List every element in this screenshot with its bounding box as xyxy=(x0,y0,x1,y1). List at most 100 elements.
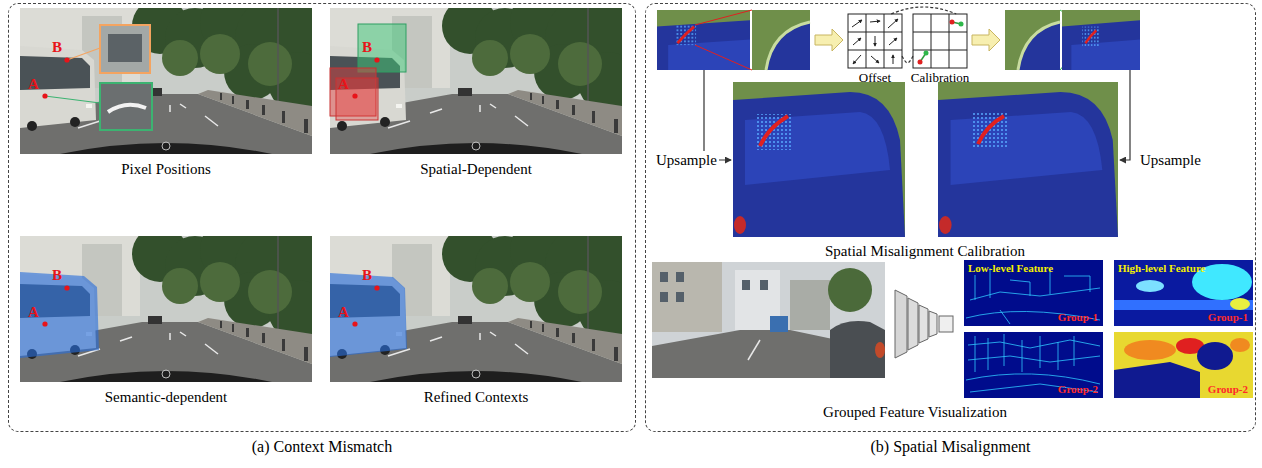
feature-map xyxy=(1114,332,1253,398)
offset-grid xyxy=(852,20,862,27)
zoom-box xyxy=(1005,10,1060,70)
point-letter: B xyxy=(52,40,62,55)
zoom-insets xyxy=(100,83,152,130)
calibration-grid xyxy=(913,50,967,51)
cnn-icon xyxy=(895,290,907,358)
zoom-box xyxy=(766,22,810,70)
image-caption: Pixel Positions xyxy=(20,160,312,178)
car-crop xyxy=(677,27,694,44)
calibration-grid xyxy=(959,22,964,27)
offset-grid xyxy=(870,21,880,22)
point-letter: B xyxy=(362,40,372,55)
offset-grid xyxy=(884,14,885,68)
dashed-connector xyxy=(891,7,956,14)
feature-map xyxy=(1058,342,1059,370)
street-photo xyxy=(660,292,668,302)
feature-map xyxy=(1064,276,1090,292)
street-photo xyxy=(790,280,830,330)
car-crop xyxy=(676,25,696,45)
offset-grid xyxy=(853,55,861,64)
feature-map xyxy=(1197,342,1233,370)
operation-label: Upsample xyxy=(654,151,719,169)
upsampled-image xyxy=(978,116,1004,144)
street-photo xyxy=(875,342,885,358)
feature-map xyxy=(1004,334,1005,366)
feature-map: Group-2 xyxy=(1114,332,1253,398)
section-caption: Spatial Misalignment Calibration xyxy=(725,242,1125,260)
offset-grid xyxy=(848,50,902,51)
street-photo xyxy=(20,215,348,382)
cnn-icon xyxy=(919,305,928,343)
grid-caption: Calibration xyxy=(887,70,993,86)
photo-panel: BASpatial-Dependent xyxy=(330,8,622,154)
group-tag: Group-2 xyxy=(1208,383,1248,396)
feature-map xyxy=(975,336,976,372)
photo-panel: BARefined Contexts xyxy=(330,236,622,382)
street-photo xyxy=(330,0,658,154)
zoom-insets xyxy=(108,105,146,112)
feature-map xyxy=(1114,260,1253,326)
offset-grid xyxy=(848,32,902,33)
zoom-box xyxy=(752,10,810,70)
street-photo xyxy=(660,272,768,302)
calibration-grid xyxy=(913,32,967,33)
offset-grid xyxy=(848,14,902,68)
street-photo xyxy=(676,292,684,302)
calibration-grid xyxy=(931,14,932,68)
zoom-box xyxy=(695,10,752,25)
point-letter: A xyxy=(338,305,349,320)
upsampled-image xyxy=(760,116,788,146)
zoom-box xyxy=(1018,22,1060,70)
feature-map xyxy=(1040,336,1041,368)
zoom-insets xyxy=(108,34,142,62)
panel-caption: (a) Context Mismatch xyxy=(9,437,635,456)
flow-arrow xyxy=(815,29,843,51)
pixel-dot xyxy=(64,57,69,62)
context-windows xyxy=(336,78,378,120)
pixel-dot xyxy=(374,285,379,290)
street-photo xyxy=(828,268,872,312)
feature-map xyxy=(966,374,1100,384)
feature-map xyxy=(1000,310,1010,324)
street-photo xyxy=(330,215,658,382)
street-photo xyxy=(770,316,788,332)
upsample-arrow xyxy=(1120,70,1130,160)
photo-panel: BAPixel Positions xyxy=(20,8,312,154)
context-windows xyxy=(330,24,406,120)
street-photo xyxy=(676,272,684,282)
feature-tag: Low-level Feature xyxy=(968,262,1053,275)
car-crop xyxy=(1082,27,1099,47)
feature-map: Group-2 xyxy=(964,332,1103,398)
offset-grid xyxy=(852,19,898,64)
upsampled-image xyxy=(938,82,1118,237)
pixel-dot xyxy=(42,93,47,98)
flow-arrow xyxy=(972,29,1000,51)
point-letter: B xyxy=(52,268,62,283)
feature-map xyxy=(964,260,1253,398)
offset-grid xyxy=(888,19,898,28)
calibration-grid xyxy=(924,51,929,56)
group-tag: Group-1 xyxy=(1208,311,1248,324)
point-letter: A xyxy=(28,305,39,320)
calibration-grid xyxy=(918,60,923,65)
point-letter: A xyxy=(28,77,39,92)
street-photo xyxy=(742,280,750,290)
zoom-insets xyxy=(45,25,152,130)
calibration-grid xyxy=(950,20,955,25)
zoom-insets xyxy=(45,96,100,103)
street-photo xyxy=(760,280,768,290)
operation-label: Upsample xyxy=(1138,151,1203,169)
semantic-mask xyxy=(20,272,99,358)
offset-grid xyxy=(853,38,861,45)
upsampled-image xyxy=(756,114,792,150)
feature-map xyxy=(988,338,989,370)
semantic-mask xyxy=(330,273,407,357)
calibration-grid xyxy=(949,14,950,68)
cnn-icon xyxy=(929,311,937,337)
pixel-dot xyxy=(64,285,69,290)
pixel-dot xyxy=(374,57,379,62)
feature-map xyxy=(1230,338,1250,352)
feature-map xyxy=(966,268,1100,324)
offset-grid: Offset xyxy=(848,14,902,68)
